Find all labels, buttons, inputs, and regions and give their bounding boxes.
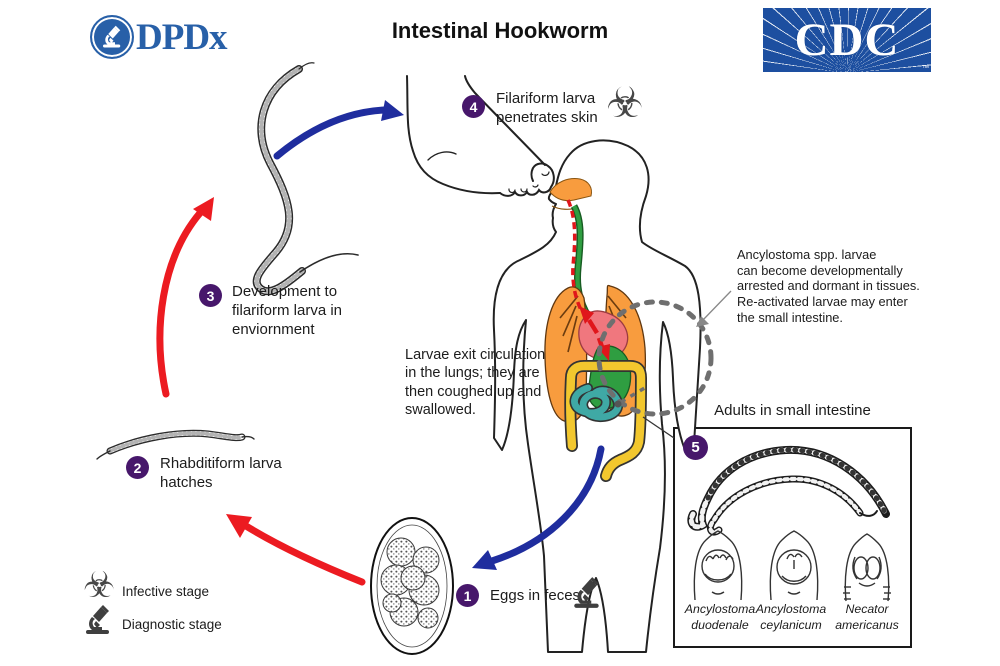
microscope-icon	[570, 576, 604, 610]
stage-3-badge: 3	[199, 284, 222, 307]
microscope-icon	[82, 604, 114, 636]
egg-illustration	[370, 517, 454, 655]
dormant-note: Ancylostoma spp. larvae can become devel…	[737, 247, 920, 325]
legend-infective-label: Infective stage	[122, 584, 210, 599]
lung-left	[544, 286, 588, 423]
stage-5-badge: 5	[683, 435, 708, 460]
filariform-larva-illustration	[252, 62, 359, 296]
cdc-logo: CDC ™	[763, 8, 931, 72]
lungs-note: Larvae exit circulation in the lungs; th…	[405, 347, 546, 418]
migration-arrows	[566, 199, 610, 361]
box-connector-line	[642, 416, 675, 439]
legend-diagnostic-label: Diagnostic stage	[122, 617, 222, 632]
biohazard-icon: ☣	[83, 565, 116, 606]
stage-2-label: Rhabditiform larva hatches	[160, 455, 282, 491]
page-title: Intestinal Hookworm	[391, 18, 609, 43]
dpdx-logo-text: DPDx	[136, 16, 228, 58]
microscope-icon	[103, 25, 121, 48]
stage-4-badge: 4	[462, 95, 485, 118]
esophagus	[570, 204, 603, 349]
small-intestine	[569, 383, 624, 423]
biohazard-icon: ☣	[606, 78, 644, 127]
lung-right	[604, 284, 647, 417]
dpdx-logo: DPDx	[90, 15, 228, 59]
stage-2-badge: 2	[126, 456, 149, 479]
stage-4-label: Filariform larva penetrates skin	[496, 90, 598, 126]
species-label-duodenale: Ancylostoma duodenale	[684, 602, 756, 633]
stage-1-badge: 1	[456, 584, 479, 607]
heart	[578, 310, 629, 361]
arrow-filariform-to-skin	[273, 100, 404, 160]
cdc-logo-rays	[763, 8, 931, 72]
nasal-passage	[549, 178, 592, 202]
dpdx-logo-disc	[90, 15, 134, 59]
bronchi	[559, 295, 627, 353]
large-intestine	[564, 360, 648, 482]
dormant-dashed-circle	[596, 290, 732, 417]
arrow-eggs-to-larva	[226, 514, 366, 586]
stomach	[587, 345, 632, 410]
cdc-logo-text: CDC	[794, 14, 900, 66]
species-label-americanus: Necator americanus	[835, 602, 899, 633]
species-label-ceylanicum: Ancylostoma ceylanicum	[755, 602, 827, 633]
cdc-trademark: ™	[922, 65, 929, 72]
stage-3-label: Development to filariform larva in envio…	[232, 283, 343, 338]
stage-1-label: Eggs in feces	[490, 587, 581, 604]
arrow-body-to-eggs	[472, 445, 605, 570]
adults-box-title: Adults in small intestine	[714, 402, 871, 419]
